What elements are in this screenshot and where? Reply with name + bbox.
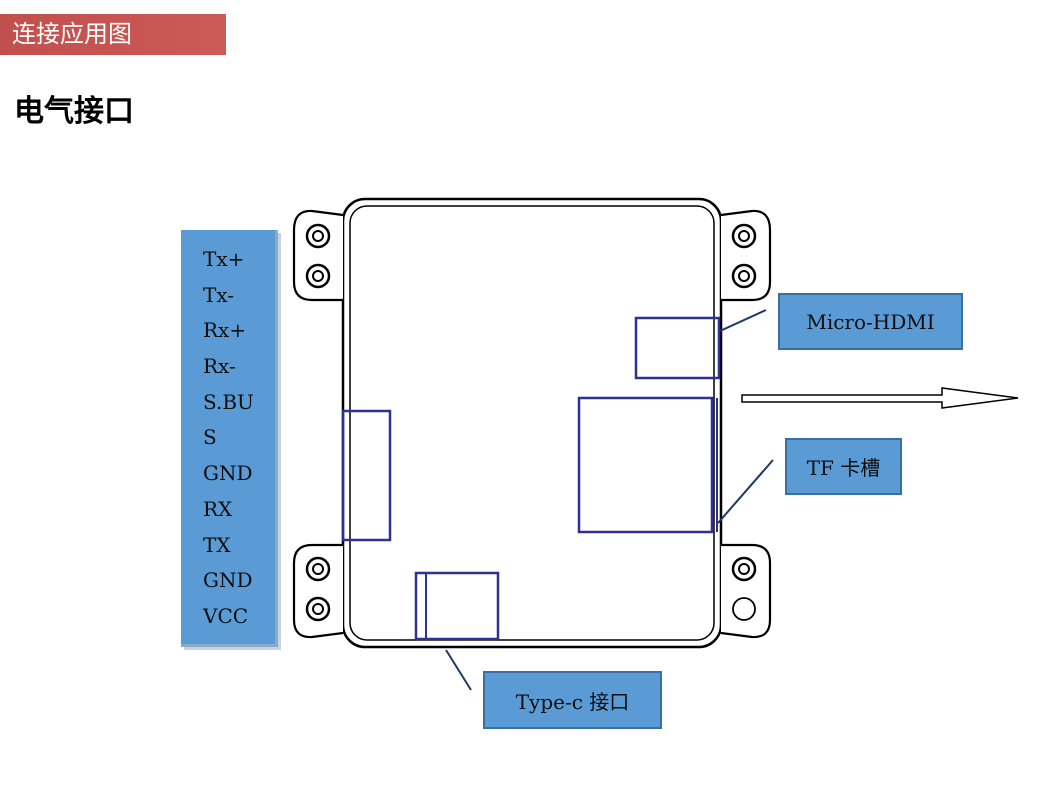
pin-item: Tx+ [203, 247, 245, 271]
pin-item: TX [203, 532, 231, 557]
pin-item: RX [203, 496, 233, 521]
mounting-hole-icon [731, 556, 757, 582]
mounting-hole-icon [305, 556, 331, 582]
pin-item: GND [203, 568, 253, 593]
direction-arrow-icon [741, 387, 1019, 409]
type-c-leader [445, 649, 472, 691]
pin-list: Tx+ Tx- Rx+ Rx- S.BU S GND RX TX GND VCC [181, 230, 278, 647]
type-c-callout: Type-c 接口 [483, 671, 662, 729]
type-c-component [414, 571, 500, 641]
mounting-hole-icon [305, 596, 331, 622]
pin-item: Tx- [203, 282, 235, 307]
board-outline [341, 197, 723, 649]
mounting-hole-icon [732, 597, 756, 621]
chip-component [577, 396, 714, 534]
board-inner-outline [349, 205, 715, 641]
mounting-hole-icon [305, 223, 331, 249]
pin-item: VCC [203, 603, 249, 628]
tf-slot-leader [717, 459, 774, 524]
section-header: 连接应用图 [0, 14, 226, 55]
tf-slot-callout: TF 卡槽 [785, 438, 902, 495]
pin-header-component [341, 409, 392, 542]
page-title: 电气接口 [14, 94, 134, 129]
pin-item: Rx- [203, 354, 236, 379]
micro-hdmi-component [634, 316, 721, 380]
mounting-hole-icon [731, 223, 757, 249]
pin-item: Rx+ [203, 318, 247, 343]
micro-hdmi-callout: Micro-HDMI [778, 293, 963, 350]
pin-item: GND [203, 461, 253, 486]
pin-item: S.BU [203, 389, 254, 414]
mounting-hole-icon [305, 263, 331, 289]
micro-hdmi-leader [719, 309, 767, 332]
mounting-hole-icon [731, 263, 757, 289]
pin-item: S [203, 425, 217, 450]
